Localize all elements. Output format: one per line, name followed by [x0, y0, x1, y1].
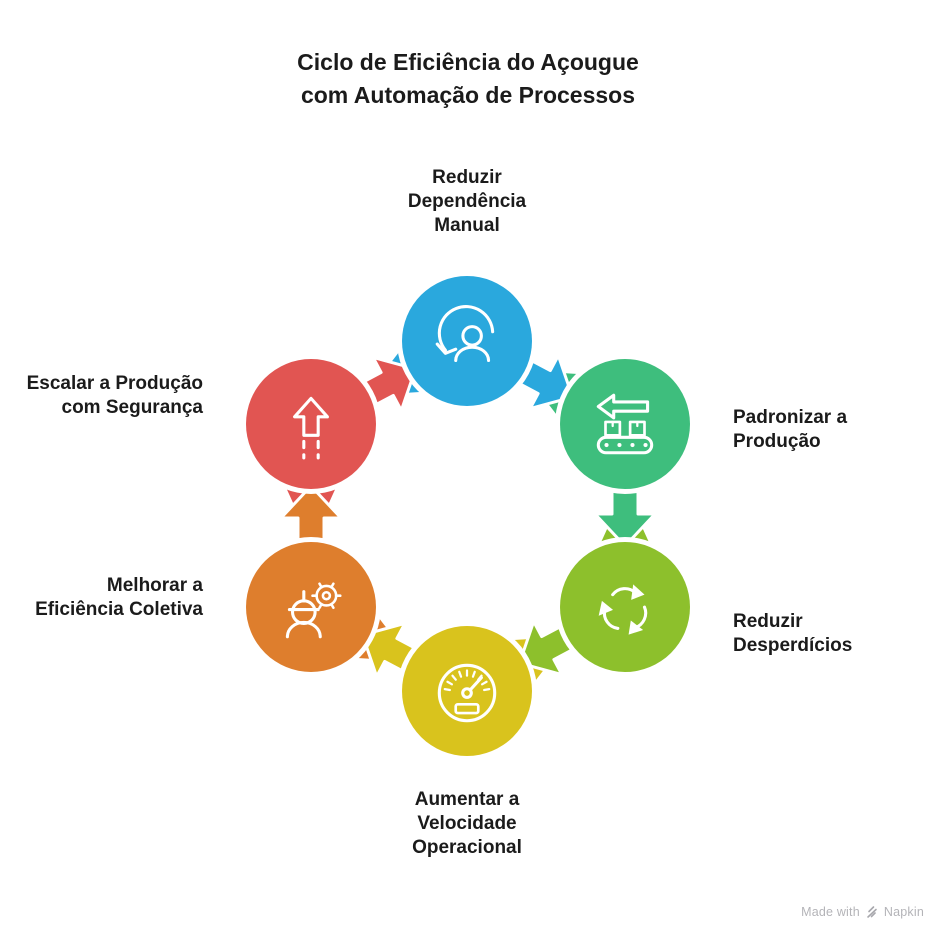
- node-label-reduzir-dependencia-manual: Reduzir Dependência Manual: [407, 167, 527, 236]
- node-aumentar-velocidade-operacional: [402, 626, 532, 756]
- napkin-watermark: Made with Napkin: [801, 905, 924, 919]
- napkin-logo-icon: [867, 906, 877, 918]
- node-padronizar-a-producao: [560, 359, 690, 489]
- conveyor-belt-icon: [596, 393, 654, 455]
- speedometer-icon: [437, 663, 497, 723]
- node-reduzir-dependencia-manual: [402, 276, 532, 406]
- page-title-line-2: com Automação de Processos: [300, 82, 636, 108]
- node-melhorar-eficiencia-coletiva: [246, 542, 376, 672]
- node-label-padronizar-a-producao: Padronizar a Produção: [733, 407, 848, 452]
- page-title-line-1: Ciclo de Eficiência do Açougue: [297, 49, 639, 75]
- node-reduzir-desperdicios: [560, 542, 690, 672]
- watermark-text: Made with: [801, 905, 860, 919]
- recycle-icon: [598, 584, 648, 635]
- node-label-escalar-producao-seguranca: Escalar a Produção com Segurança: [26, 373, 203, 418]
- arrow-up-icon: [293, 396, 329, 460]
- page-title: Ciclo de Eficiência do Açougue com Autom…: [0, 46, 936, 112]
- node-label-melhorar-eficiencia-coletiva: Melhorar a Eficiência Coletiva: [35, 575, 203, 620]
- node-escalar-producao-seguranca: [246, 359, 376, 489]
- worker-gear-icon: [285, 582, 342, 639]
- node-label-aumentar-velocidade-operacional: Aumentar a Velocidade Operacional: [412, 789, 522, 858]
- watermark-brand: Napkin: [883, 905, 924, 919]
- node-label-reduzir-desperdicios: Reduzir Desperdícios: [733, 611, 853, 656]
- user-sync-icon: [435, 305, 495, 363]
